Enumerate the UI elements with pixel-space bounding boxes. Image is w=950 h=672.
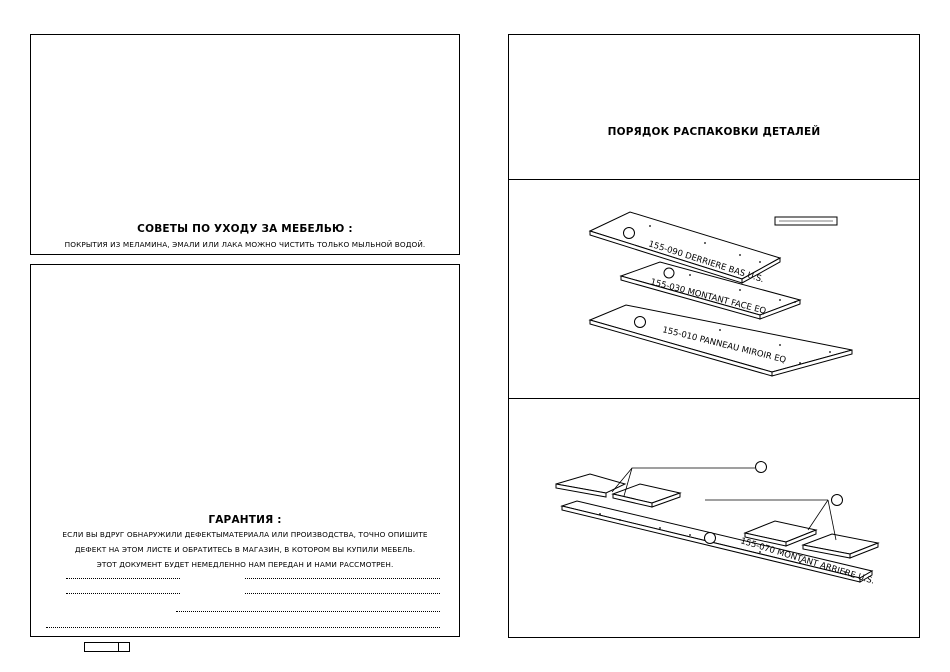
- form-line[interactable]: [66, 578, 180, 579]
- warranty-panel: [30, 264, 460, 637]
- warranty-title: ГАРАНТИЯ :: [208, 514, 282, 526]
- care-title: СОВЕТЫ ПО УХОДУ ЗА МЕБЕЛЬЮ :: [137, 223, 353, 235]
- step-circle: [831, 494, 843, 506]
- form-line[interactable]: [66, 593, 180, 594]
- step-circle: [663, 267, 675, 279]
- label-box: [774, 216, 838, 226]
- page-tag-divider: [118, 642, 119, 651]
- step-circle: [755, 461, 767, 473]
- form-line[interactable]: [245, 578, 440, 579]
- divider-1: [508, 179, 920, 180]
- small-board-2: [611, 483, 682, 508]
- form-line[interactable]: [46, 627, 440, 628]
- form-line[interactable]: [176, 611, 440, 612]
- form-line[interactable]: [245, 593, 440, 594]
- small-board-4: [801, 533, 880, 559]
- small-board-1: [555, 473, 627, 498]
- panel-155-090: [588, 211, 782, 284]
- care-panel: [30, 34, 460, 255]
- step-circle: [704, 532, 716, 544]
- unpack-panel: [508, 34, 920, 638]
- panel-155-070: [560, 500, 874, 583]
- panel-155-010: [588, 304, 853, 377]
- unpack-title: ПОРЯДОК РАСПАКОВКИ ДЕТАЛЕЙ: [607, 126, 821, 138]
- small-board-3: [743, 520, 818, 547]
- warranty-line-3: ЭТОТ ДОКУМЕНТ БУДЕТ НЕМЕДЛЕННО НАМ ПЕРЕД…: [96, 560, 394, 569]
- warranty-line-1: ЕСЛИ ВЫ ВДРУГ ОБНАРУЖИЛИ ДЕФЕКТЫМАТЕРИАЛ…: [62, 530, 428, 539]
- step-circle: [634, 316, 646, 328]
- page-tag-box: [84, 642, 130, 652]
- care-text: ПОКРЫТИЯ ИЗ МЕЛАМИНА, ЭМАЛИ ИЛИ ЛАКА МОЖ…: [64, 240, 426, 249]
- divider-2: [508, 398, 920, 399]
- step-circle: [623, 227, 635, 239]
- warranty-line-2: ДЕФЕКТ НА ЭТОМ ЛИСТЕ И ОБРАТИТЕСЬ В МАГА…: [74, 545, 416, 554]
